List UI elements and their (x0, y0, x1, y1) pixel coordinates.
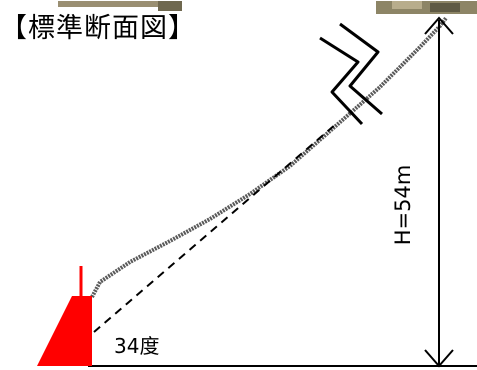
photo-strip-graphic (0, 1, 477, 14)
height-label: H=54m (391, 162, 415, 248)
page-title: 【標準断面図】 (0, 13, 196, 44)
angle-label: 34度 (114, 334, 160, 358)
break-mark-left (319, 36, 364, 126)
break-mark-right (339, 22, 383, 116)
retaining-wall (37, 296, 92, 366)
arrowhead-bottom (424, 349, 454, 368)
arrowhead-top (424, 16, 454, 35)
slope-surface-line (90, 16, 448, 298)
dashed-slope-line (93, 123, 337, 333)
background-photo-strip (0, 0, 477, 14)
